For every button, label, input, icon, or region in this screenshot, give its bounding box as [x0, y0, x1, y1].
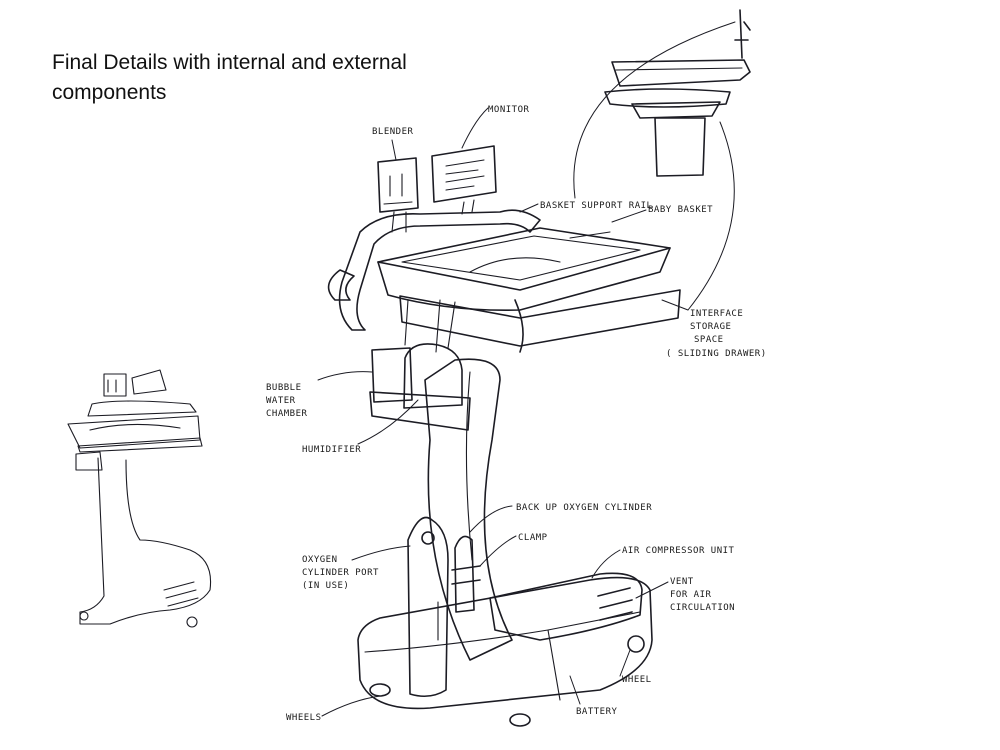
label-air-compressor-unit: AIR COMPRESSOR UNIT: [622, 546, 735, 556]
label-basket-support-rail: BASKET SUPPORT RAIL: [540, 201, 652, 211]
oxygen-cylinder: [407, 516, 449, 698]
clamp: [451, 565, 481, 585]
side-view-sketch: [67, 369, 212, 628]
label-bubble-line2: WATER: [266, 396, 296, 406]
label-interface-line1: INTERFACE: [690, 309, 743, 319]
blender: [377, 157, 419, 213]
stand-column: [424, 358, 513, 661]
backup-oxygen-cylinder: [454, 535, 475, 613]
label-battery: BATTERY: [576, 707, 618, 717]
label-humidifier: HUMIDIFIER: [302, 445, 361, 455]
label-blender: BLENDER: [372, 127, 414, 137]
label-wheels: WHEELS: [286, 713, 322, 723]
label-bubble-line3: CHAMBER: [266, 409, 308, 419]
inset-leader-drawer: [687, 121, 735, 311]
label-interface-line2: STORAGE: [690, 322, 731, 332]
page-title: Final Details with internal and external…: [52, 51, 407, 104]
holder-bracket: [369, 391, 471, 431]
vent-slot: [599, 611, 633, 621]
label-backup-oxygen-cylinder: BACK UP OXYGEN CYLINDER: [516, 503, 652, 513]
main-cart: [327, 145, 681, 727]
label-wheel: WHEEL: [622, 675, 652, 685]
vent-slot: [597, 587, 631, 597]
vent-slot: [599, 599, 633, 609]
label-clamp: CLAMP: [518, 533, 548, 543]
label-oxygen-port-line1: OXYGEN: [302, 555, 338, 565]
label-oxygen-port-line3: (IN USE): [302, 581, 349, 591]
callout-labels: BLENDER MONITOR BASKET SUPPORT RAIL BABY…: [266, 105, 767, 723]
base-platform: [357, 576, 653, 710]
air-compressor-unit: [489, 572, 643, 641]
wheel: [627, 635, 645, 653]
label-monitor: MONITOR: [488, 105, 530, 115]
label-interface-line4: ( SLIDING DRAWER): [666, 349, 767, 359]
label-interface-line3: SPACE: [694, 335, 724, 345]
interface-detail-inset: [604, 9, 751, 177]
basket-support-rail: [338, 209, 541, 331]
label-vent-line2: FOR AIR: [670, 590, 712, 600]
label-vent-line1: VENT: [670, 577, 694, 587]
label-vent-line3: CIRCULATION: [670, 603, 735, 613]
monitor: [431, 145, 497, 203]
wheel: [369, 683, 391, 697]
label-baby-basket: BABY BASKET: [648, 205, 713, 215]
interface-storage-drawer: [399, 289, 681, 347]
humidifier: [403, 343, 463, 409]
label-oxygen-port-line2: CYLINDER PORT: [302, 568, 379, 578]
inset-leader-monitor: [573, 21, 736, 199]
bubble-water-chamber: [371, 347, 413, 403]
wheel: [509, 713, 531, 727]
label-bubble-line1: BUBBLE: [266, 383, 302, 393]
